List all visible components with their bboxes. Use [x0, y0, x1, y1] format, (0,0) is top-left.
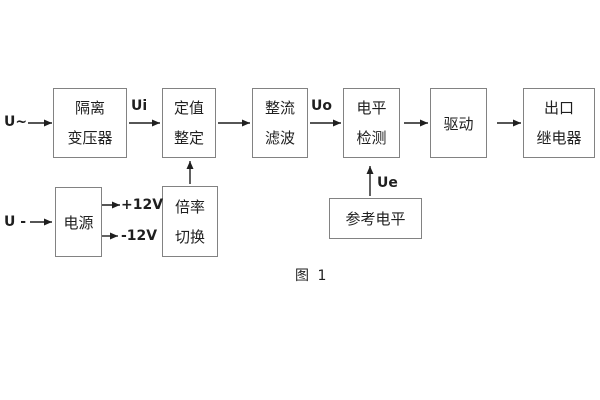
- block-label: 出口: [543, 99, 574, 117]
- block-label: 继电器: [536, 129, 582, 147]
- signal-label-dc-input: U -: [4, 214, 27, 230]
- block-label: 滤波: [264, 129, 295, 147]
- block-label: 检测: [356, 129, 387, 147]
- signal-label-ac-input: U~: [4, 114, 28, 130]
- block-isolation-transformer: 隔离 变压器: [53, 88, 127, 158]
- block-label: 定值: [173, 99, 204, 117]
- block-output-relay: 出口 继电器: [523, 88, 595, 158]
- block-level-detection: 电平 检测: [343, 88, 400, 158]
- block-power-supply: 电源: [55, 187, 102, 257]
- block-label: 整流: [264, 99, 295, 117]
- block-label: 变压器: [67, 129, 113, 147]
- block-label: 电源: [63, 213, 94, 232]
- signal-label-minus-12v: -12V: [121, 228, 158, 244]
- signal-label-ue: Ue: [377, 175, 398, 191]
- block-reference-level: 参考电平: [329, 198, 422, 239]
- block-label: 倍率: [174, 197, 205, 216]
- block-drive: 驱动: [430, 88, 487, 158]
- block-rate-switch: 倍率 切换: [162, 186, 218, 257]
- figure-caption: 图 1: [295, 268, 329, 284]
- block-rectifier-filter: 整流 滤波: [252, 88, 308, 158]
- signal-label-uo: Uo: [311, 98, 332, 114]
- block-label: 隔离: [74, 99, 105, 117]
- block-value-setting: 定值 整定: [162, 88, 216, 158]
- block-label: 整定: [173, 129, 204, 147]
- block-label: 电平: [356, 99, 387, 117]
- block-label: 切换: [174, 227, 205, 246]
- signal-label-ui: Ui: [131, 98, 148, 114]
- signal-label-plus-12v: +12V: [121, 197, 164, 213]
- block-label: 驱动: [443, 114, 474, 133]
- block-label: 参考电平: [345, 210, 406, 228]
